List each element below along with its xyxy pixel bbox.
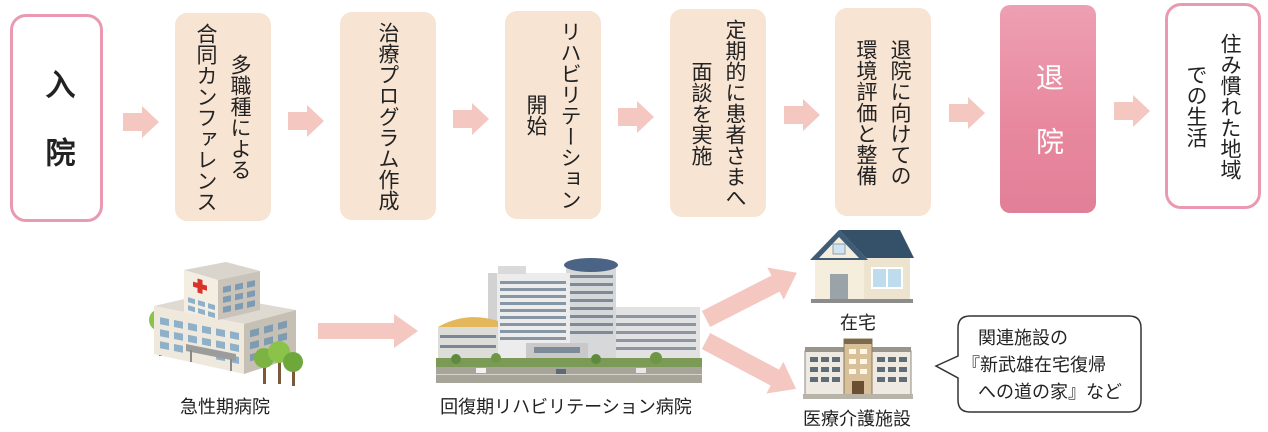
hospital-building-icon	[149, 262, 303, 386]
flow-arrow	[618, 101, 654, 133]
step-discharge-preparation-text: 退院に向けての 環境評価と整備	[849, 8, 917, 216]
step-discharge-preparation: 退院に向けての 環境評価と整備	[835, 8, 931, 216]
flow-arrow	[453, 103, 489, 135]
step-home-life-text: 住み慣れた地域 での生活	[1179, 6, 1247, 206]
step-text-line: 定期的に患者さまへ	[723, 18, 747, 208]
flow-arrow	[1114, 95, 1150, 127]
step-text-line: 環境評価と整備	[854, 38, 878, 186]
care-facility-label: 医療介護施設	[803, 409, 911, 430]
step-treatment-program: 治療プログラム作成	[340, 12, 436, 220]
step-discharge-text: 退院	[1032, 63, 1065, 191]
step-treatment-program-text: 治療プログラム作成	[371, 12, 405, 220]
step-text-line: 多職種による	[228, 54, 252, 180]
step-conference-text: 多職種による 合同カンファレンス	[189, 13, 257, 221]
rehab-hospital-label: 回復期リハビリテーション病院	[440, 397, 692, 418]
flow-arrow	[288, 105, 324, 137]
step-admission-text: 入院	[39, 69, 75, 205]
step-conference: 多職種による 合同カンファレンス	[175, 13, 271, 221]
step-patient-interview-text: 定期的に患者さまへ 面談を実施	[684, 9, 752, 217]
care-facility-icon	[803, 338, 913, 399]
care-facility-arrow	[701, 333, 797, 394]
step-rehab-start-text: リハビリテーション 開始	[519, 11, 587, 219]
flow-arrow	[784, 99, 820, 131]
home-arrow	[701, 267, 797, 328]
house-icon	[810, 230, 914, 303]
flow-arrow	[949, 97, 985, 129]
rehab-hospital-photo	[436, 255, 702, 383]
acute-hospital-label: 急性期病院	[180, 397, 270, 418]
step-home-life: 住み慣れた地域 での生活	[1165, 3, 1261, 209]
step-text-line: リハビリテーション	[558, 20, 582, 210]
step-text-line: 開始	[524, 94, 548, 136]
callout-line: への道の家』など	[978, 382, 1122, 403]
step-text-line: 面談を実施	[689, 60, 713, 166]
callout-bubble	[934, 315, 1142, 413]
step-text-line: での生活	[1184, 64, 1208, 148]
callout-line: 『新武雄在宅復帰	[962, 355, 1106, 376]
step-text-line: 合同カンファレンス	[194, 22, 218, 212]
callout-text: 関連施設の 『新武雄在宅復帰 への道の家』など	[962, 325, 1122, 406]
step-text-line: 退院に向けての	[888, 38, 912, 186]
step-rehab-start: リハビリテーション 開始	[505, 11, 601, 219]
flow-arrow	[123, 106, 159, 138]
step-discharge: 退院	[1000, 5, 1096, 213]
step-patient-interview: 定期的に患者さまへ 面談を実施	[670, 9, 766, 217]
step-text-line: 治療プログラム作成	[376, 21, 400, 211]
home-label: 在宅	[840, 313, 876, 334]
transfer-arrow	[318, 314, 418, 348]
callout-line: 関連施設の	[978, 328, 1068, 349]
step-text-line: 住み慣れた地域	[1218, 32, 1242, 180]
step-admission: 入院	[10, 14, 103, 222]
